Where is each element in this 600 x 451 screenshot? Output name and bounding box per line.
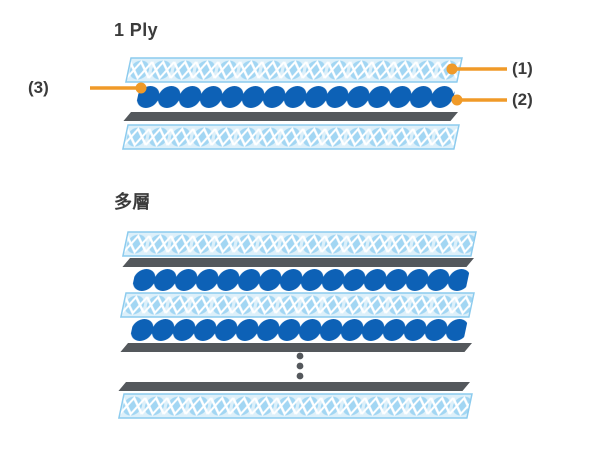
film-layer xyxy=(122,258,474,267)
net-layer xyxy=(121,231,477,257)
callout-2-dot xyxy=(451,94,463,106)
callout-3-label: (3) xyxy=(28,78,49,97)
film-layer xyxy=(118,382,470,391)
callout-2-leader xyxy=(451,94,507,106)
continuation-dot xyxy=(296,372,304,380)
film-layer xyxy=(120,343,472,352)
net-layer-top xyxy=(124,57,463,83)
diagram-1ply xyxy=(90,57,507,150)
net-layer xyxy=(119,292,475,318)
callout-3-dot xyxy=(135,82,147,94)
callout-1-label: (1) xyxy=(512,59,533,78)
title-1ply: 1 Ply xyxy=(114,20,159,40)
title-multilayer: 多層 xyxy=(114,192,151,212)
callout-1-leader xyxy=(446,63,507,75)
callout-1-dot xyxy=(446,63,458,75)
callout-2-label: (2) xyxy=(512,90,533,109)
net-layer xyxy=(117,393,473,419)
net-layer-bottom xyxy=(121,124,460,150)
diagram-multilayer xyxy=(117,231,477,419)
bubble-layer xyxy=(129,319,468,341)
callout-3-leader xyxy=(90,82,147,94)
continuation-dot xyxy=(296,362,304,370)
bubble-layer xyxy=(135,86,456,108)
bubble-layer xyxy=(131,269,470,291)
continuation-dots xyxy=(296,352,304,380)
continuation-dot xyxy=(296,352,304,360)
film-layer xyxy=(123,112,458,121)
